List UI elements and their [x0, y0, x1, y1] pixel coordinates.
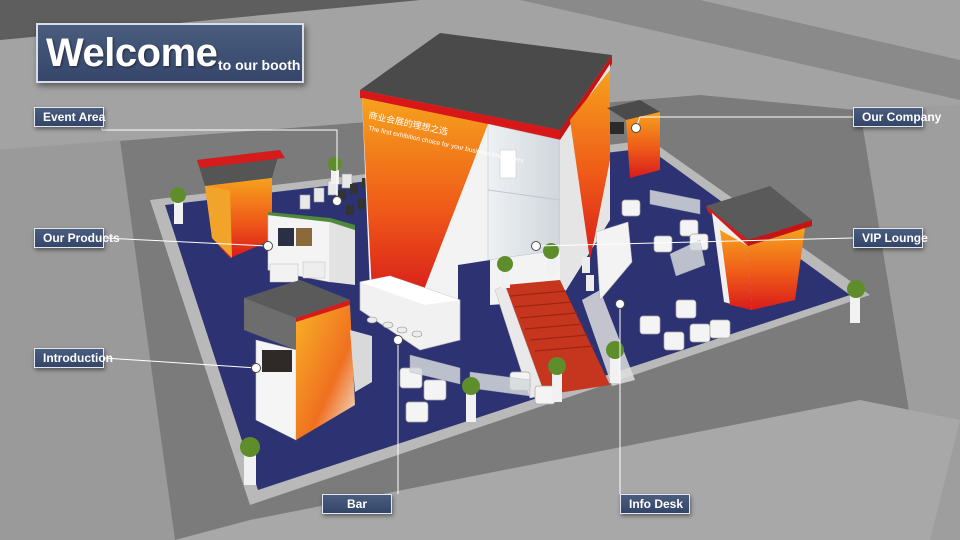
hotspot-our-company[interactable]: Our Company: [853, 107, 941, 127]
marker-vip-lounge: [531, 241, 541, 251]
hotspot-bar[interactable]: Bar: [322, 494, 392, 514]
welcome-title: Welcome: [46, 31, 218, 75]
hotspot-info-desk[interactable]: Info Desk: [620, 494, 690, 514]
marker-our-company: [631, 123, 641, 133]
marker-bar: [393, 335, 403, 345]
welcome-banner: Welcome to our booth: [36, 23, 304, 83]
hotspot-introduction[interactable]: Introduction: [34, 348, 113, 368]
central-tower-roof: [360, 33, 612, 130]
plant-pots: [170, 157, 865, 485]
welcome-subtitle: to our booth: [218, 57, 301, 73]
hotspot-event-area[interactable]: Event Area: [34, 107, 105, 127]
hotspot-our-products[interactable]: Our Products: [34, 228, 120, 248]
hotspot-markers: [251, 123, 641, 373]
marker-introduction: [251, 363, 261, 373]
marker-info-desk: [615, 299, 625, 309]
marker-our-products: [263, 241, 273, 251]
marker-event-area: [332, 196, 342, 206]
hotspot-vip-lounge[interactable]: VIP Lounge: [853, 228, 928, 248]
leader-lines: [101, 116, 854, 494]
